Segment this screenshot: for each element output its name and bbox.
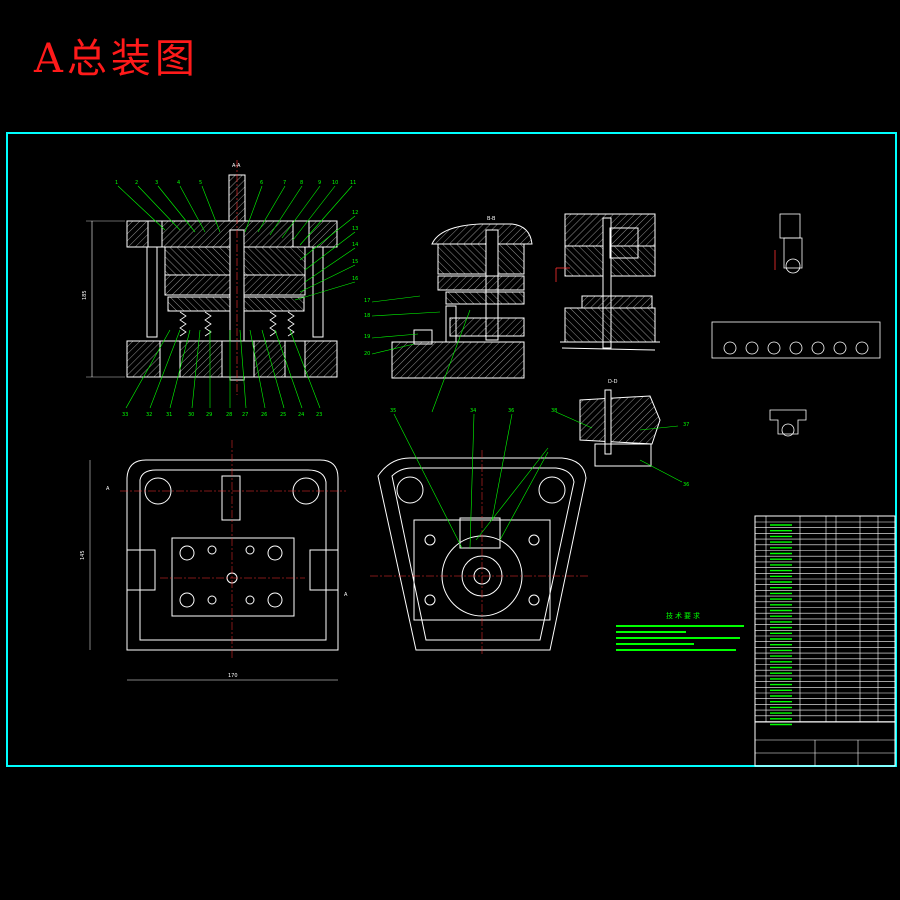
svg-text:A: A: [106, 486, 110, 492]
plan-view-left: 145 170 A A: [80, 459, 348, 681]
svg-text:D-D: D-D: [608, 379, 618, 385]
tech-note-line: [616, 649, 736, 651]
tech-note-line: [616, 643, 694, 645]
front-section-view: A-A 185: [82, 163, 338, 381]
svg-text:19: 19: [364, 334, 370, 340]
svg-text:27: 27: [242, 412, 248, 418]
balloon-numbers-plan2: 35 34 36: [390, 408, 514, 414]
svg-text:28: 28: [226, 412, 232, 418]
balloon-numbers-top: 1 2 3 4 5 6 7 8 9 10 11: [115, 180, 356, 186]
svg-text:32: 32: [146, 412, 152, 418]
svg-text:2: 2: [135, 180, 138, 186]
svg-text:1: 1: [115, 180, 118, 186]
svg-text:30: 30: [188, 412, 194, 418]
svg-text:18: 18: [364, 313, 370, 319]
svg-text:4: 4: [177, 180, 180, 186]
svg-text:7: 7: [283, 180, 286, 186]
svg-text:16: 16: [352, 276, 358, 282]
tech-notes-title: 技术要求: [666, 612, 702, 620]
svg-text:9: 9: [318, 180, 321, 186]
svg-text:5: 5: [199, 180, 202, 186]
detail-right-small: [711, 213, 881, 437]
svg-text:24: 24: [298, 412, 304, 418]
balloon-numbers-right: 12 13 14 15 16: [352, 210, 358, 282]
svg-text:26: 26: [261, 412, 267, 418]
balloon-numbers-bottom: 33 32 31 30 29 28 27 26 25 24 23: [122, 412, 322, 418]
balloon-leaders-bb: [371, 295, 471, 413]
balloon-numbers-mid: 17 18 19 20: [364, 298, 370, 357]
tech-note-line: [616, 631, 686, 633]
svg-text:6: 6: [260, 180, 263, 186]
svg-text:37: 37: [683, 422, 689, 428]
svg-text:13: 13: [352, 226, 358, 232]
balloon-leaders-dd: [555, 411, 683, 483]
balloon-leaders-plan2: [393, 413, 549, 549]
parts-list-table: [754, 515, 896, 767]
svg-text:14: 14: [352, 242, 358, 248]
svg-text:31: 31: [166, 412, 172, 418]
dim-height-plan: 145: [80, 550, 86, 560]
drawing-frame: [6, 132, 897, 767]
svg-text:12: 12: [352, 210, 358, 216]
svg-text:36: 36: [508, 408, 514, 414]
svg-text:25: 25: [280, 412, 286, 418]
svg-text:33: 33: [122, 412, 128, 418]
svg-text:35: 35: [390, 408, 396, 414]
svg-text:B-B: B-B: [487, 216, 496, 222]
svg-text:23: 23: [316, 412, 322, 418]
svg-text:A: A: [344, 592, 348, 598]
technical-requirements: 技术要求: [616, 612, 752, 655]
section-view-bb: B-B: [391, 216, 533, 379]
tech-note-line: [616, 637, 740, 639]
svg-text:38: 38: [551, 408, 557, 414]
svg-text:3: 3: [155, 180, 158, 186]
svg-text:20: 20: [364, 351, 370, 357]
svg-text:10: 10: [332, 180, 338, 186]
section-label-aa: A-A: [232, 163, 241, 169]
section-view-dd: D-D: [579, 379, 661, 467]
balloon-leaders-bottom: [125, 329, 321, 409]
svg-text:34: 34: [470, 408, 476, 414]
svg-text:15: 15: [352, 259, 358, 265]
detail-view-upper: [560, 213, 660, 351]
svg-text:11: 11: [350, 180, 356, 186]
svg-text:8: 8: [300, 180, 303, 186]
dim-height-main: 185: [82, 290, 88, 300]
drawing-title: A总装图: [34, 36, 199, 82]
svg-text:36: 36: [683, 482, 689, 488]
tech-note-line: [616, 625, 744, 627]
balloon-numbers-dd: 38 37 36: [551, 408, 689, 488]
svg-text:29: 29: [206, 412, 212, 418]
dim-width-plan: 170: [228, 673, 238, 679]
balloon-leaders-front: [117, 185, 356, 301]
svg-text:17: 17: [364, 298, 370, 304]
